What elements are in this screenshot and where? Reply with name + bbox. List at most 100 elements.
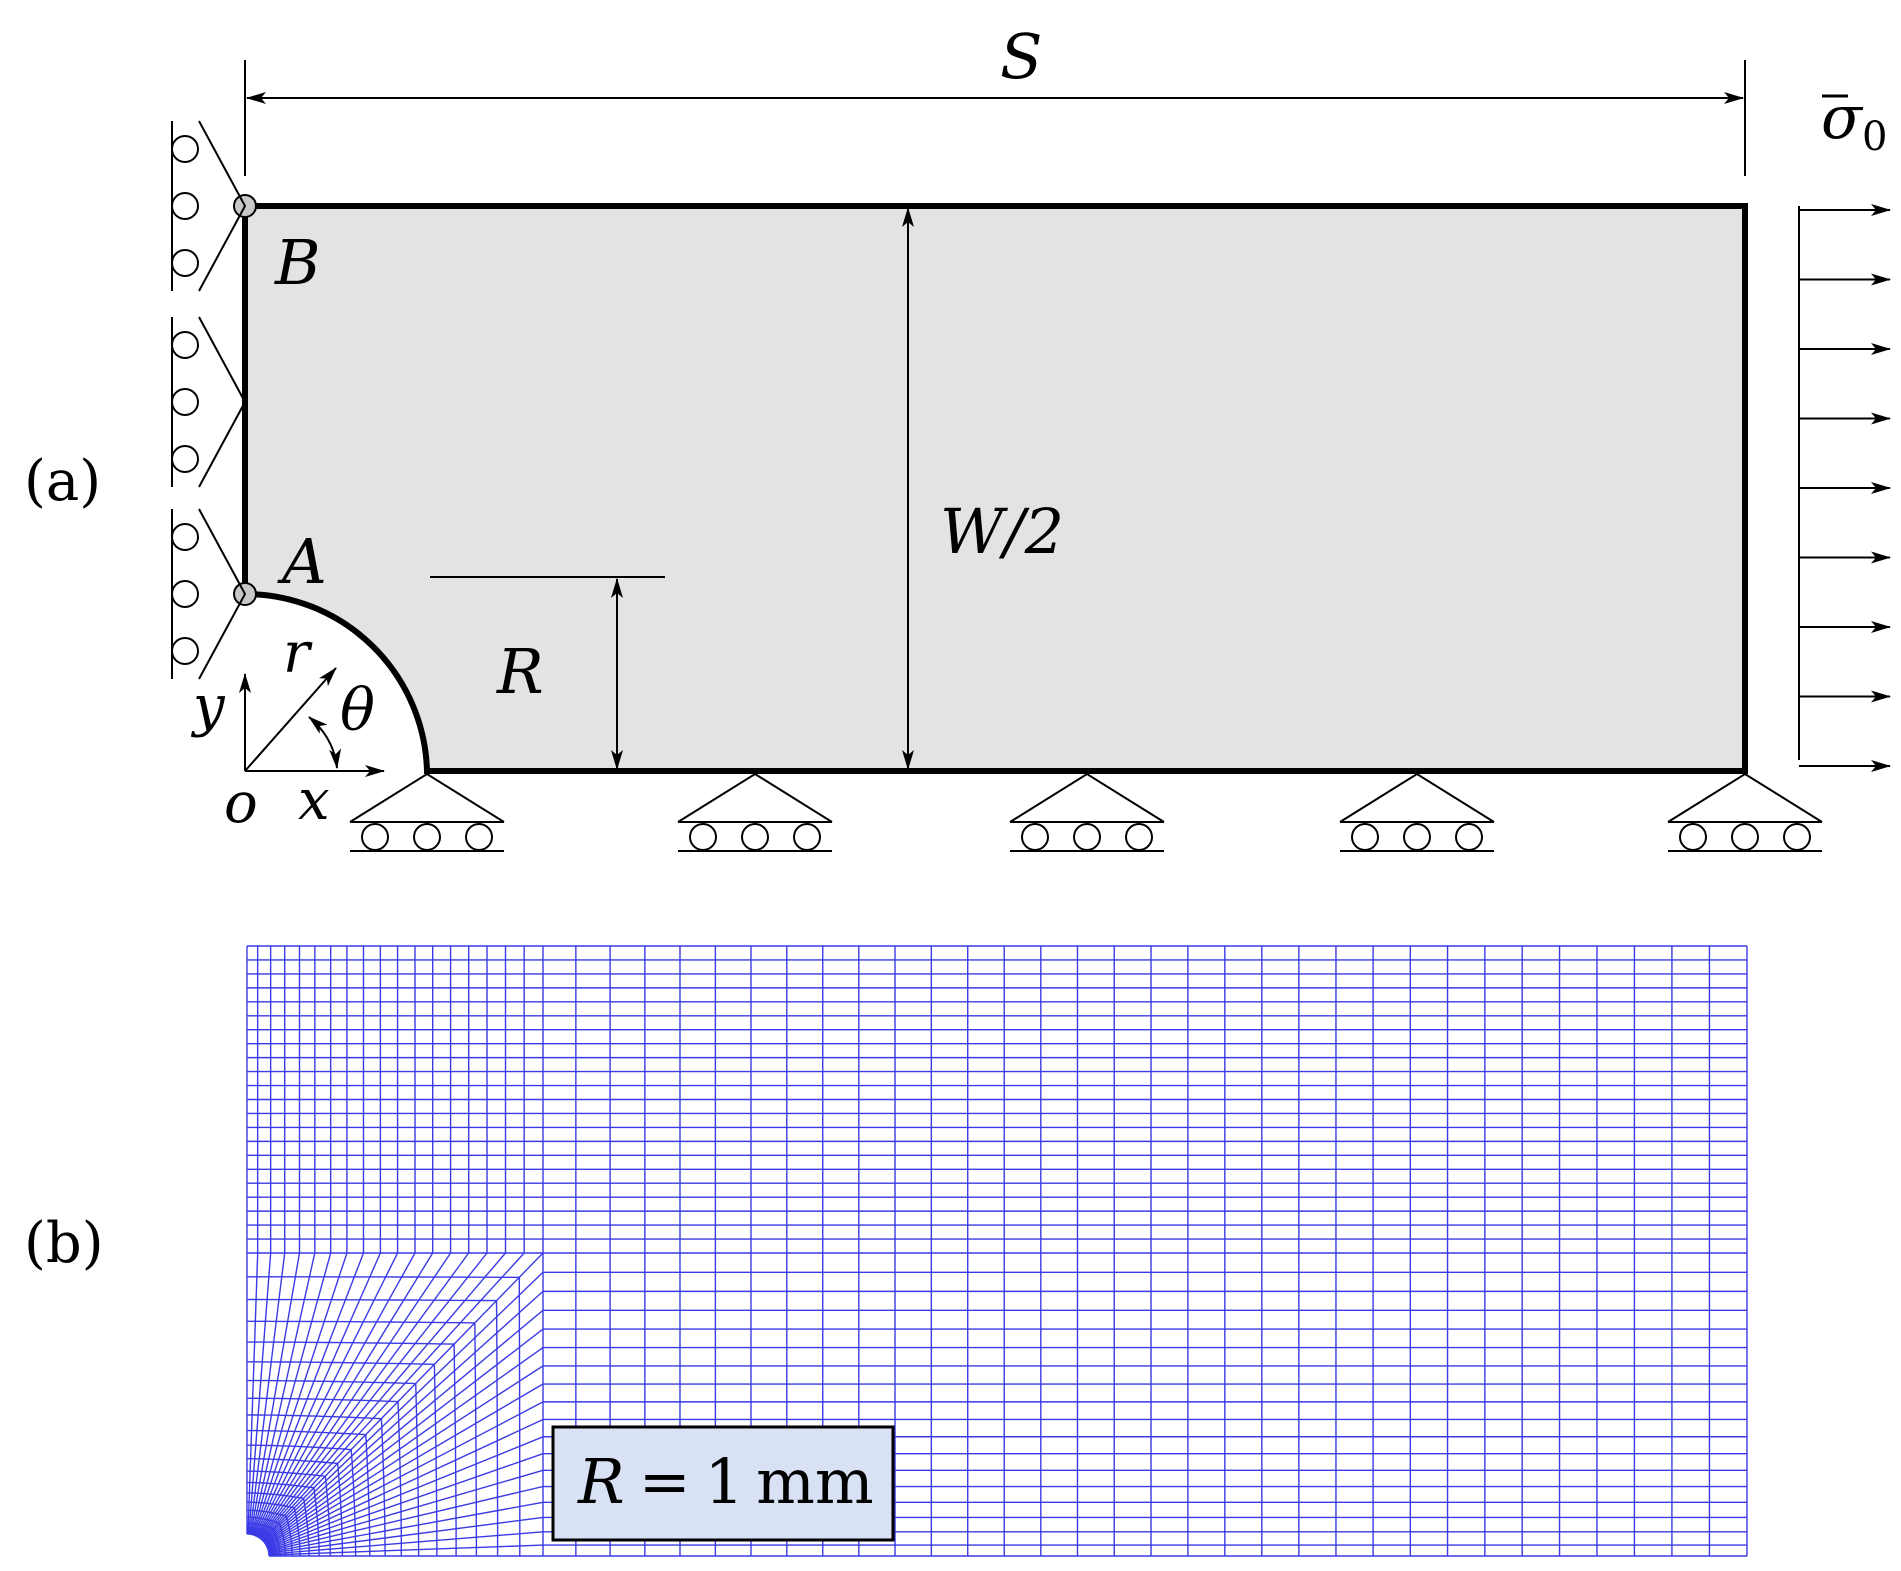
panel-a-label: (a) — [24, 449, 101, 514]
roller-wheel — [465, 823, 493, 851]
roller-wheel — [793, 823, 821, 851]
roller-wheel — [171, 580, 199, 608]
dim-s-label: S — [1000, 20, 1042, 93]
mesh-line — [247, 1444, 357, 1556]
roller-wheel — [1125, 823, 1153, 851]
mesh-line — [262, 1271, 544, 1542]
mesh-line — [247, 1516, 287, 1556]
left-supports — [171, 120, 247, 680]
mesh-line — [247, 1481, 320, 1556]
mesh-line — [260, 1252, 507, 1540]
roller-wheel — [171, 249, 199, 277]
roller-support-bottom — [1667, 772, 1823, 852]
dim-half-width-label: W/2 — [940, 495, 1064, 568]
panel-b-label: (b) — [24, 1211, 104, 1276]
mesh-line — [247, 1361, 438, 1556]
support-triangle — [349, 772, 505, 823]
mesh-line — [264, 1309, 544, 1544]
plate-outline — [242, 203, 1748, 774]
mesh-line — [247, 1526, 276, 1556]
mesh-line — [247, 1379, 420, 1556]
roller-support-bottom — [1009, 772, 1165, 852]
roller-wheel — [413, 823, 441, 851]
mesh-line — [261, 1252, 525, 1541]
support-triangle — [198, 120, 247, 292]
mesh-line — [247, 1509, 293, 1556]
support-triangle — [677, 772, 833, 823]
mesh-line — [247, 1341, 457, 1556]
radius-note-unit: mm — [756, 1445, 874, 1518]
axis-x-label: x — [298, 768, 330, 833]
roller-wheel — [171, 388, 199, 416]
roller-wheel — [171, 331, 199, 359]
mesh — [246, 945, 1748, 1557]
roller-wheel — [171, 523, 199, 551]
roller-wheel — [1783, 823, 1811, 851]
support-triangle — [1009, 772, 1165, 823]
roller-support-bottom — [349, 772, 505, 852]
mesh-line — [247, 1397, 402, 1556]
roller-wheel — [689, 823, 717, 851]
mesh-line — [247, 1533, 270, 1556]
roller-wheel — [361, 823, 389, 851]
support-triangle — [198, 316, 247, 488]
roller-wheel — [1073, 823, 1101, 851]
roller-support-bottom — [677, 772, 833, 852]
polar-theta-label: θ — [340, 676, 375, 744]
theta-arc — [308, 716, 342, 769]
mesh-line — [259, 1252, 488, 1539]
roller-support-left — [171, 120, 247, 292]
mesh-line — [247, 1458, 344, 1556]
roller-wheel — [1021, 823, 1049, 851]
support-triangle — [1667, 772, 1823, 823]
mesh-line — [247, 1532, 271, 1556]
mesh-line — [247, 1429, 371, 1556]
mesh-line — [246, 1530, 273, 1556]
mesh-line — [263, 1290, 544, 1543]
roller-support-bottom — [1339, 772, 1495, 852]
roller-wheel — [741, 823, 769, 851]
load-subscript: 0 — [1862, 114, 1887, 160]
roller-wheel — [1455, 823, 1483, 851]
roller-support-left — [171, 508, 247, 680]
applied-load — [1798, 204, 1891, 772]
radius-note-equals: = — [639, 1445, 691, 1518]
mesh-line — [247, 1320, 478, 1556]
roller-wheel — [171, 192, 199, 220]
mesh-line — [246, 1414, 386, 1556]
mesh-line — [247, 1492, 310, 1556]
support-triangle — [1339, 772, 1495, 823]
load-symbol: σ — [1821, 83, 1864, 153]
radius-note-value: 1 — [705, 1445, 744, 1518]
point-a-label: A — [277, 525, 327, 598]
roller-wheel — [1679, 823, 1707, 851]
roller-wheel — [1351, 823, 1379, 851]
origin-label: o — [224, 771, 258, 836]
bottom-supports — [349, 772, 1823, 852]
mesh-line — [247, 1298, 499, 1556]
roller-support-left — [171, 316, 247, 488]
polar-r-arrow — [244, 667, 337, 772]
radius-note-box — [551, 1425, 895, 1542]
mesh-line — [247, 1252, 544, 1556]
roller-wheel — [171, 135, 199, 163]
mesh-line — [247, 1522, 281, 1556]
plate — [245, 206, 1745, 771]
polar-r-label: r — [283, 621, 313, 686]
axis-y-label: y — [190, 674, 226, 739]
mesh-line — [247, 1276, 521, 1556]
panel-a: (a) S W/2 R B A x y o r θ — [24, 20, 1891, 852]
roller-wheel — [1403, 823, 1431, 851]
mesh-line — [247, 1501, 301, 1556]
roller-wheel — [171, 637, 199, 665]
roller-wheel — [1731, 823, 1759, 851]
dim-radius-label: R — [496, 635, 544, 708]
support-triangle — [198, 508, 247, 680]
roller-wheel — [171, 445, 199, 473]
point-b-label: B — [274, 226, 321, 299]
radius-note-symbol: R — [577, 1445, 625, 1518]
mesh-line — [247, 1470, 331, 1557]
